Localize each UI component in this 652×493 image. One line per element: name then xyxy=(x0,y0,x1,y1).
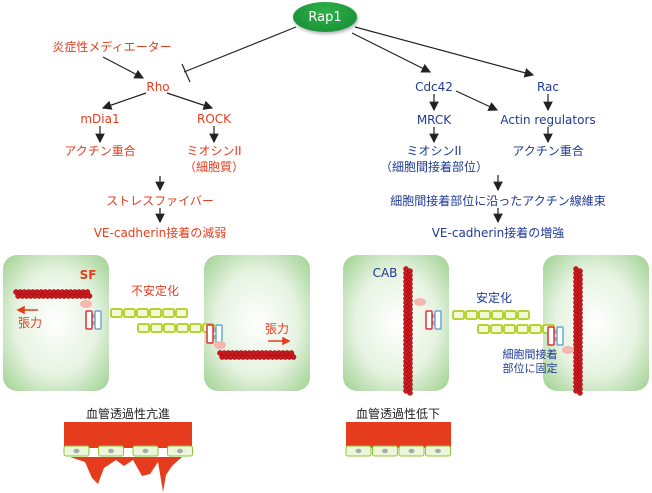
cadherin-domain xyxy=(503,324,516,334)
vessel-right-title: 血管透過性低下 xyxy=(355,407,441,421)
catenin-red xyxy=(547,326,555,346)
ve-cadherin-junctions xyxy=(80,298,574,354)
destabilization-label: 不安定化 xyxy=(130,284,180,298)
actin-bead xyxy=(577,390,583,396)
cadherin-domain xyxy=(176,323,189,333)
linker xyxy=(548,337,562,341)
cab-label: CAB xyxy=(372,266,398,280)
linker xyxy=(207,328,221,332)
cell-nucleus xyxy=(408,448,415,454)
cell-nucleus xyxy=(142,448,149,454)
anchor-label-1: 細胞間接着 xyxy=(502,348,558,361)
tension-right-label: 張力 xyxy=(264,322,290,336)
stabilization-label: 安定化 xyxy=(475,291,513,305)
rap1-label: Rap1 xyxy=(308,9,342,25)
right-myosin-label: ミオシンII xyxy=(406,144,462,158)
cell-nucleus xyxy=(73,448,80,454)
cadherin-domain xyxy=(136,308,149,318)
cadherin-domain xyxy=(490,324,503,334)
left-outcome-label: VE-cadherin接着の減弱 xyxy=(93,226,227,240)
tension-left-label: 張力 xyxy=(17,316,43,330)
cortical-actin-bundle xyxy=(403,266,583,396)
left-myosin-location-label: （細胞質） xyxy=(183,160,245,174)
right-actin-polymerization-label: アクチン重合 xyxy=(512,144,584,158)
catenin-blue xyxy=(434,310,442,330)
cell-nucleus xyxy=(355,448,362,454)
cadherin-domain xyxy=(162,308,175,318)
cadherin-domain xyxy=(491,310,504,320)
vessel-left-title: 血管透過性亢進 xyxy=(85,407,171,421)
cadherin-domain xyxy=(137,323,150,333)
linker xyxy=(426,314,440,318)
catenin-blue xyxy=(215,324,223,344)
alpha-catenin xyxy=(414,298,426,306)
cadherin-domain xyxy=(465,310,478,320)
actin-bead xyxy=(86,293,93,299)
catenin-red xyxy=(206,324,214,344)
endothelial-cells xyxy=(63,445,451,457)
cadherin-domain xyxy=(189,323,202,333)
cadherin-domain xyxy=(123,308,136,318)
stress-fiber-label: ストレスファイバー xyxy=(106,194,214,208)
rap1-node: Rap1 xyxy=(293,2,357,32)
cadherin-domain xyxy=(478,310,491,320)
cadherin-domain xyxy=(110,308,123,318)
left-myosin-label: ミオシンII xyxy=(186,144,242,158)
right-cell-a xyxy=(343,255,449,391)
right-pathway-arrows xyxy=(351,26,553,224)
cadherin-domain xyxy=(517,310,530,320)
cadherin-domain xyxy=(149,308,162,318)
catenin-blue xyxy=(556,326,564,346)
catenin-red xyxy=(85,310,93,330)
linker xyxy=(548,330,562,334)
rho-label: Rho xyxy=(146,80,170,94)
rac-label: Rac xyxy=(536,80,560,94)
left-cell-b xyxy=(204,255,310,391)
linker xyxy=(426,321,440,325)
catenin-red xyxy=(425,310,433,330)
cell-nucleus xyxy=(435,448,441,454)
vessel-leaky xyxy=(64,422,192,492)
cell-nucleus xyxy=(382,448,388,454)
left-pathway-arrows xyxy=(95,26,297,224)
alpha-catenin xyxy=(562,346,574,354)
cell-nucleus xyxy=(108,448,114,454)
cadherin-domain xyxy=(163,323,176,333)
cadherin-domain xyxy=(529,324,542,334)
sf-label: SF xyxy=(79,268,97,282)
vessel-tight xyxy=(346,422,451,448)
right-outcome-label: VE-cadherin接着の増強 xyxy=(431,226,565,240)
cadherin-domain xyxy=(150,323,163,333)
stress-fiber-actin xyxy=(13,289,297,360)
actin-bead xyxy=(290,354,297,360)
linker xyxy=(86,314,100,318)
cadherin-domain xyxy=(452,310,465,320)
right-myosin-location-label: （細胞間接着部位） xyxy=(379,160,489,174)
tension-arrows xyxy=(16,305,291,346)
actin-bundle-label: 細胞間接着部位に沿ったアクチン線維束 xyxy=(390,194,606,208)
cadherin-domain xyxy=(516,324,529,334)
inflammatory-mediator-label: 炎症性メディエーター xyxy=(52,40,172,54)
left-actin-polymerization-label: アクチン重合 xyxy=(64,144,136,158)
left-cell-a xyxy=(3,255,109,391)
cadherin-domain xyxy=(504,310,517,320)
actin-regulators-label: Actin regulators xyxy=(500,113,596,127)
alpha-catenin xyxy=(80,300,92,308)
cdc42-label: Cdc42 xyxy=(415,80,453,94)
cell-nucleus xyxy=(177,448,183,454)
mrck-label: MRCK xyxy=(416,113,452,127)
anchor-label-2: 部位に固定 xyxy=(502,362,558,375)
rock-label: ROCK xyxy=(196,112,232,126)
alpha-catenin xyxy=(214,341,226,349)
mdia1-label: mDia1 xyxy=(80,112,120,126)
linker xyxy=(207,335,221,339)
right-cell-b xyxy=(543,255,649,391)
actin-bead xyxy=(407,390,413,396)
linker xyxy=(86,321,100,325)
cadherin-domain xyxy=(477,324,490,334)
catenin-blue xyxy=(94,310,102,330)
cadherin-domain xyxy=(175,308,188,318)
